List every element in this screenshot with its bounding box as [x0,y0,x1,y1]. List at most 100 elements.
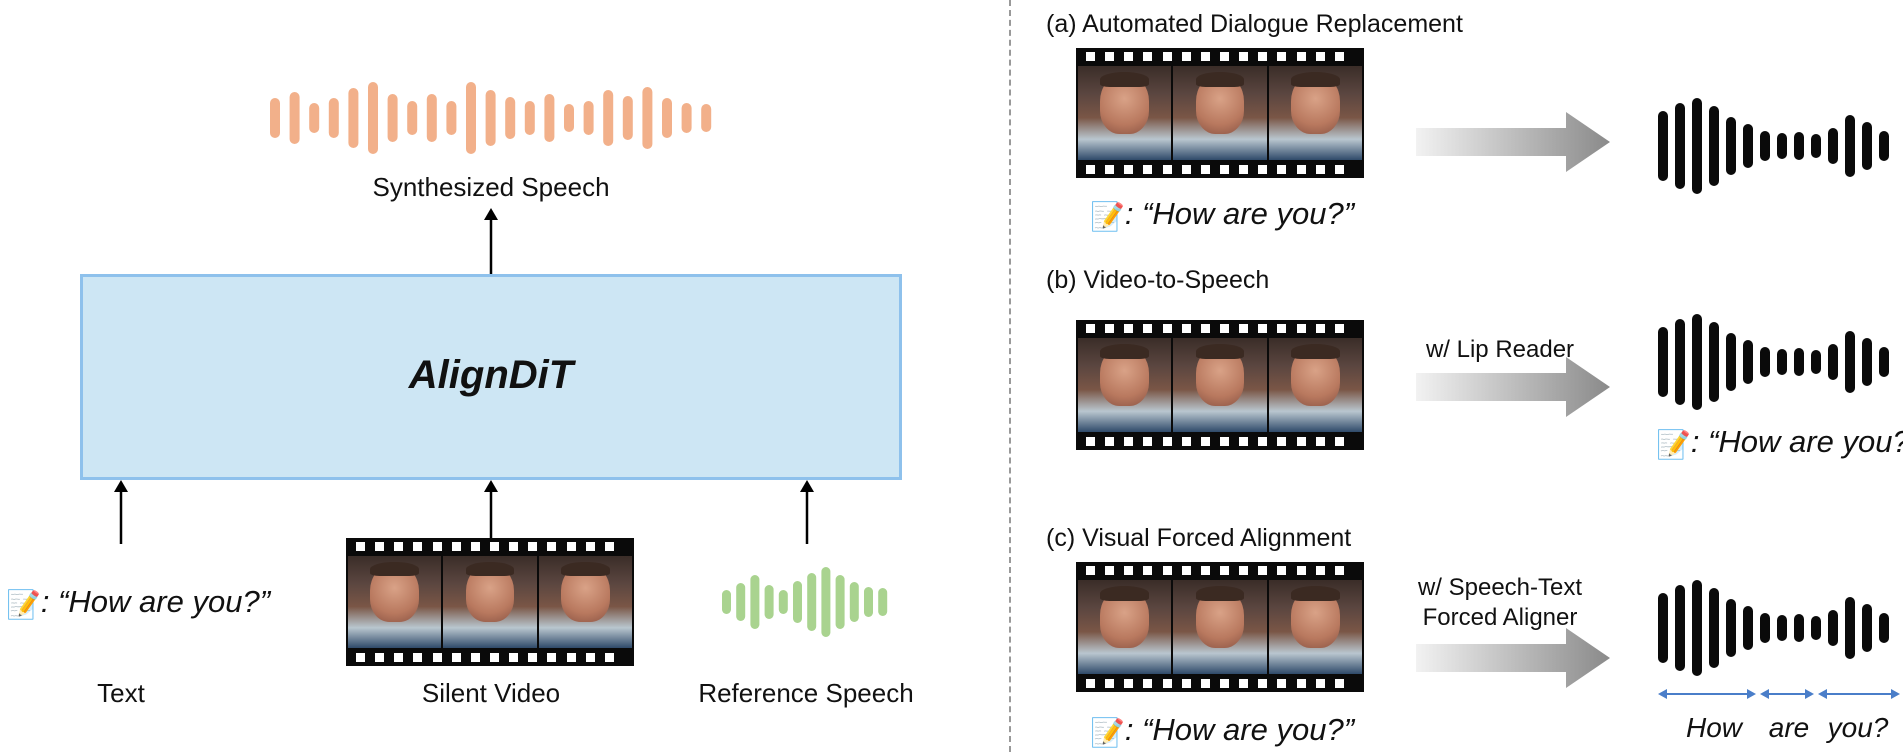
film-sprocket-hole [1086,437,1095,446]
video-frame [443,556,537,648]
alignment-arrowhead [1658,689,1667,699]
synthesized-speech-label: Synthesized Speech [372,172,610,202]
film-sprocket-hole [1200,437,1210,446]
task-a-title: (a) Automated Dialogue Replacement [1046,10,1463,38]
synth-wave-bar [270,98,280,138]
video-frame [348,556,442,648]
output-wave-bar [1658,327,1668,397]
output-wave-bar [1743,124,1753,168]
film-sprocket-hole [1200,52,1210,61]
film-sprocket-hole [1220,679,1229,688]
output-wave-bar [1709,106,1719,186]
synth-wave-bar [622,96,633,140]
speaker-hair [1291,343,1340,359]
output-wave-bar [1692,98,1702,194]
word-label-are: are [1768,712,1810,743]
film-sprocket-hole [1124,165,1134,174]
film-sprocket-hole [394,653,404,662]
film-sprocket-hole [1277,165,1287,174]
text-input-arrow [114,480,128,544]
synth-wave-bar [426,94,437,142]
output-wave-bar [1760,131,1770,161]
film-sprocket-hole [1220,165,1229,174]
film-sprocket-hole [1086,165,1095,174]
task-c-quote: 📝: “How are you?” [1090,712,1355,748]
film-sprocket-hole [1258,437,1268,446]
reference-speech-waveform [722,567,888,637]
output-wave-bar [1709,322,1719,402]
output-wave-bar [1794,132,1804,160]
film-sprocket-hole [1296,165,1306,174]
speaker-hair [1291,585,1340,601]
pencil-note-icon: 📝 [1656,429,1691,460]
output-wave-bar [1726,333,1736,391]
output-wave-bar [1726,599,1736,657]
ref-wave-bar [750,575,760,629]
film-sprocket-hole [1143,566,1153,575]
film-sprocket-hole [547,653,557,662]
gradient-arrow-shape [1416,357,1610,417]
ref-wave-bar [821,567,831,637]
film-sprocket-hole [1181,52,1191,61]
film-sprocket-hole [1105,437,1115,446]
output-wave-bar [1811,350,1821,374]
film-sprocket-hole [1105,165,1115,174]
film-sprocket-hole [1334,52,1344,61]
film-sprocket-hole [1124,324,1134,333]
video-frame [1173,66,1267,160]
output-wave-bar [1862,604,1872,652]
film-sprocket-hole [1162,52,1172,61]
ref-wave-bar [878,588,888,616]
output-wave-bar [1743,606,1753,650]
output-wave-bar [1675,103,1685,189]
film-sprocket-hole [1239,679,1249,688]
video-frame [1078,580,1172,674]
film-sprocket-hole [1086,324,1095,333]
film-sprocket-hole [528,542,538,551]
output-wave-bar [1777,615,1787,641]
film-sprocket-hole [1086,679,1095,688]
film-sprocket-hole [1162,437,1172,446]
ref-wave-bar [736,583,746,621]
output-wave-bar [1726,117,1736,175]
output-wave-bar [1845,597,1855,659]
video-frame [1173,580,1267,674]
panel-divider [1009,0,1011,752]
film-sprocket-hole [1220,52,1229,61]
synthesized-speech-waveform [270,82,712,154]
film-sprocket-hole [1315,679,1325,688]
film-sprocket-hole [1258,52,1268,61]
task-b-quote: 📝: “How are you?” [1656,424,1903,460]
output-wave-bar [1692,580,1702,676]
film-sprocket-hole [566,653,576,662]
output-wave-bar [1760,347,1770,377]
synth-wave-bar [642,87,653,149]
film-sprocket-hole [1315,52,1325,61]
output-wave-bar [1862,338,1872,386]
alignment-arrowhead [1747,689,1756,699]
film-sprocket-hole [1200,566,1210,575]
gradient-arrow-shape [1416,112,1610,172]
alignment-arrowhead [1891,689,1900,699]
film-sprocket-hole [1277,52,1287,61]
film-sprocket-hole [375,653,385,662]
output-wave-bar [1879,613,1889,643]
film-sprocket-hole [1105,52,1115,61]
film-sprocket-hole [528,653,538,662]
video-frame [1078,338,1172,432]
film-sprocket-hole [1239,324,1249,333]
film-sprocket-hole [470,542,480,551]
video-frame [1268,580,1362,674]
film-sprocket-hole [1277,324,1287,333]
film-sprocket-hole [1143,324,1153,333]
output-wave-bar [1675,319,1685,405]
task-b-title: (b) Video-to-Speech [1046,266,1270,294]
film-sprocket-hole [490,542,499,551]
film-sprocket-hole [1200,165,1210,174]
task-c-film-strip [1076,562,1364,692]
output-wave-bar [1743,340,1753,384]
text-input-quote: 📝: “How are you?” [6,584,271,620]
ref-wave-bar [849,582,859,622]
film-sprocket-hole [1181,324,1191,333]
film-sprocket-hole [566,542,576,551]
